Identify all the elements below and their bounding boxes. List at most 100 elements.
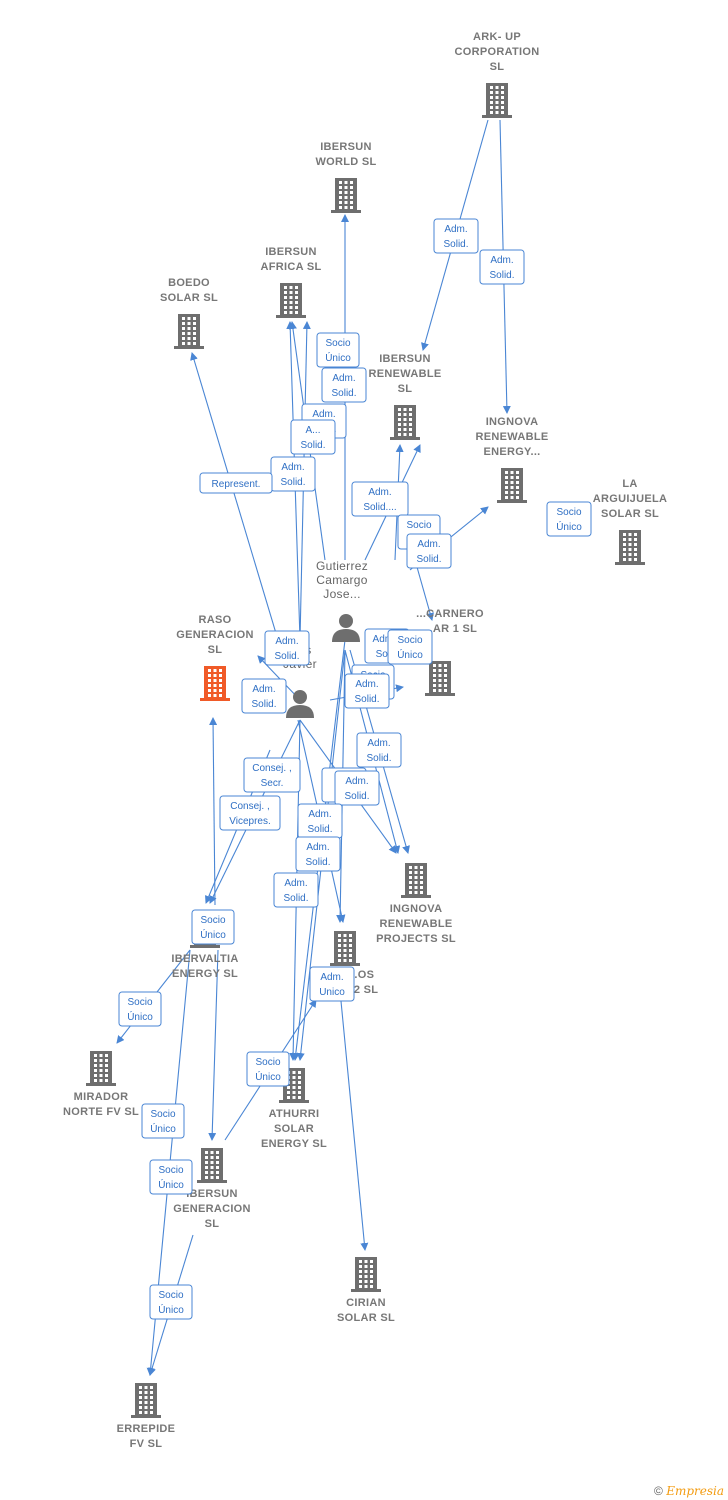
relation-label-box	[479, 249, 525, 285]
relation-label[interactable]: Adm.Solid.	[297, 803, 343, 839]
footer-brand[interactable]: © Empresia	[654, 1484, 724, 1498]
relation-label-box	[118, 991, 162, 1027]
node-label-line: RENEWABLE	[369, 368, 442, 380]
relation-label[interactable]: Adm. Solid.	[273, 872, 319, 908]
relation-label[interactable]: Adm. Solid.	[295, 836, 341, 872]
relation-label-text: Adm.	[355, 679, 378, 690]
relation-label-box	[433, 218, 479, 254]
relation-label-text: A...	[305, 425, 320, 436]
node-label-line: IBERSUN	[379, 353, 431, 365]
relation-label[interactable]: Adm. Solid....	[351, 481, 409, 517]
node-carnero[interactable]: ...CARNERO...AR 1 SL	[416, 608, 484, 696]
relation-label-box	[344, 673, 390, 709]
relation-label[interactable]: A...Solid.	[290, 419, 336, 455]
relation-label[interactable]: Adm.Solid.	[264, 630, 310, 666]
relation-label-text: Solid.	[283, 893, 308, 904]
relation-label-text: Solid....	[363, 502, 396, 513]
relation-label-text: Adm.	[332, 373, 355, 384]
node-gutierrez[interactable]: GutierrezCamargoJose...	[316, 559, 368, 642]
relation-edge	[209, 717, 218, 906]
relation-label-text: Solid.	[305, 857, 330, 868]
relation-label[interactable]: Adm.Solid.	[334, 770, 380, 806]
node-label-line: SL	[205, 1218, 220, 1230]
relation-label-text: Socio	[397, 635, 422, 646]
relation-label-text: Socio	[200, 915, 225, 926]
relation-label-text: Adm.	[368, 487, 391, 498]
node-label-line: CORPORATION	[455, 46, 540, 58]
node-label-line: IBERSUN	[320, 141, 372, 153]
relation-label[interactable]: Consej. ,Vicepres.	[219, 795, 281, 831]
node-label-line: FV SL	[130, 1438, 163, 1450]
relation-label-text: Solid.	[443, 239, 468, 250]
relation-label[interactable]: Adm.Solid.	[356, 732, 402, 768]
node-label-line: Jose...	[323, 587, 360, 601]
relation-label-box	[243, 757, 301, 793]
node-label-line: IBERVALTIA	[171, 953, 238, 965]
relation-label[interactable]: Adm.Solid.	[321, 367, 367, 403]
relation-label[interactable]: Represent.	[199, 472, 273, 494]
relation-label[interactable]: Adm. Solid.	[241, 678, 287, 714]
relation-label-text: Socio	[127, 997, 152, 1008]
node-ibersun-world[interactable]: IBERSUN WORLD SL	[315, 141, 376, 213]
relation-label-text: Socio	[255, 1057, 280, 1068]
relation-label[interactable]: Adm.Unico	[309, 966, 355, 1002]
relation-label-box	[351, 481, 409, 517]
relation-edge	[337, 969, 369, 1251]
relation-label[interactable]: Adm. Solid.	[344, 673, 390, 709]
relation-label[interactable]: Consej. ,Secr.	[243, 757, 301, 793]
person-icon	[286, 690, 314, 718]
building-icon	[197, 1148, 227, 1183]
node-label-line: LA	[622, 478, 637, 490]
building-icon	[174, 314, 204, 349]
building-icon	[351, 1257, 381, 1292]
relation-label-text: Solid.	[489, 270, 514, 281]
relation-label-text: Adm.	[252, 684, 275, 695]
relation-label-text: Adm.	[345, 776, 368, 787]
relation-label[interactable]: Adm. Solid.	[433, 218, 479, 254]
relation-label[interactable]: Adm.Solid.	[479, 249, 525, 285]
relation-label-text: Único	[255, 1070, 281, 1083]
relation-label[interactable]: Adm.Solid.	[270, 456, 316, 492]
relation-label-text: Solid.	[354, 694, 379, 705]
relation-label[interactable]: Adm.Solid.	[406, 533, 452, 569]
relation-label-text: Adm.	[444, 224, 467, 235]
brand-logo: Empresia	[666, 1484, 724, 1498]
relation-label-text: Adm.	[306, 842, 329, 853]
node-label-line: ARK- UP	[473, 31, 521, 43]
node-label-line: MIRADOR	[74, 1091, 129, 1103]
relation-label-text: Adm.	[284, 878, 307, 889]
node-ingnova-renewable-energy[interactable]: INGNOVARENEWABLEENERGY...	[476, 416, 549, 503]
building-icon	[615, 530, 645, 565]
node-label-line: SL	[208, 644, 223, 656]
relation-label-text: Único	[127, 1010, 153, 1023]
relation-label-text: Consej. ,	[230, 801, 269, 812]
relation-label-box	[546, 501, 592, 537]
building-icon	[86, 1051, 116, 1086]
node-label-line: WORLD SL	[315, 156, 376, 168]
node-label-line: SOLAR SL	[337, 1312, 395, 1324]
relation-label-box	[316, 332, 360, 368]
relation-label-text: Solid.	[251, 699, 276, 710]
relation-edge	[414, 559, 434, 621]
node-label-line: SOLAR	[274, 1123, 314, 1135]
